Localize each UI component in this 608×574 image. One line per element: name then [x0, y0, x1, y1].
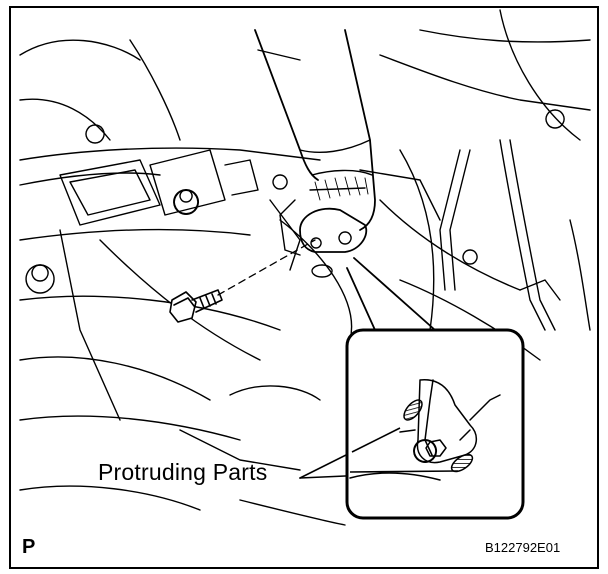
callout-label: Protruding Parts	[98, 459, 268, 485]
view-letter: P	[22, 536, 36, 558]
seat-belt-strap	[254, 29, 376, 231]
detail-leader	[346, 257, 436, 341]
figure-id: B122792E01	[485, 540, 561, 555]
protruding-part-lower	[450, 453, 474, 473]
seat-belt-anchor-plate	[279, 199, 368, 278]
anchor-bolt	[169, 289, 223, 323]
bolt-insertion-line	[217, 239, 316, 296]
vehicle-body-structure	[19, 9, 591, 526]
protruding-parts-detail	[345, 328, 525, 520]
brake-lines	[439, 139, 591, 331]
protruding-part-upper	[403, 399, 423, 421]
